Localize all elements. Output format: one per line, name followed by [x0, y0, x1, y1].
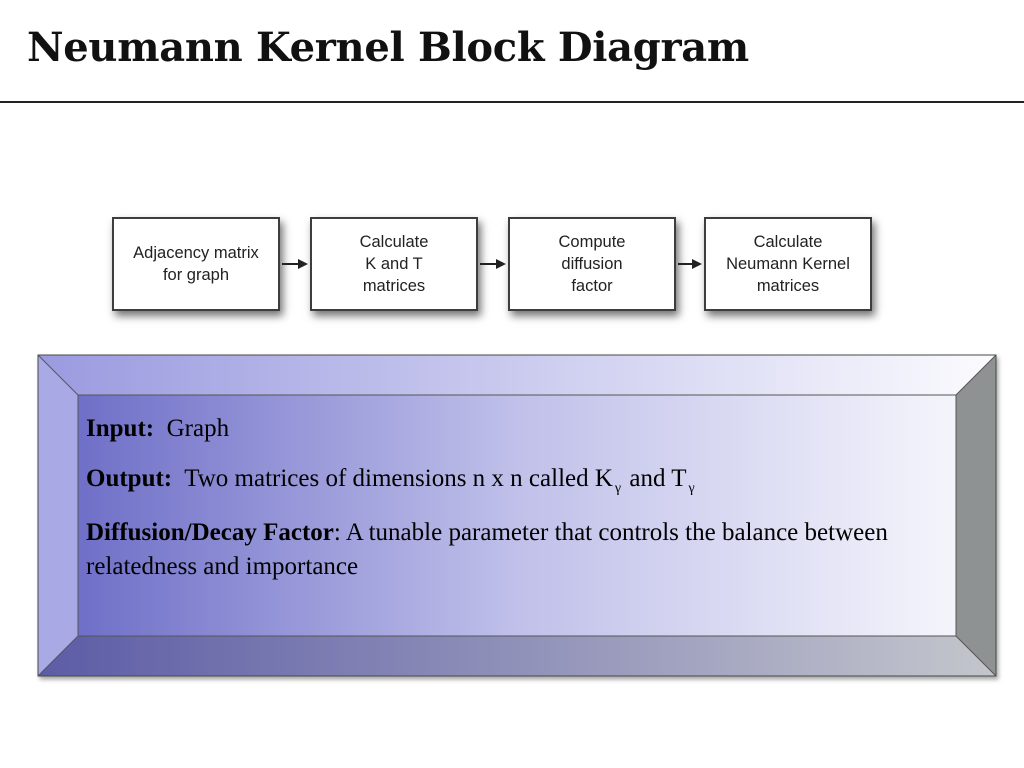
output-subscript-t: γ	[688, 481, 695, 496]
page-title: Neumann Kernel Block Diagram	[27, 24, 749, 71]
flow-box-adjacency-matrix: Adjacency matrix for graph	[112, 217, 280, 311]
bevel-face	[78, 395, 956, 636]
title-divider	[0, 101, 1024, 103]
bevel-top	[38, 355, 996, 395]
info-panel-text: Input: Graph Output: Two matrices of dim…	[86, 412, 946, 600]
output-text: Two matrices of dimensions n x n called …	[184, 465, 613, 492]
input-value: Graph	[166, 415, 230, 442]
flow-box-calculate-k-t: Calculate K and T matrices	[310, 217, 478, 311]
bevel-right	[956, 355, 996, 676]
output-subscript-k: γ	[614, 481, 622, 496]
input-label: Input:	[86, 415, 155, 442]
output-and: and T	[623, 465, 687, 492]
input-line: Input: Graph	[86, 412, 946, 446]
output-label: Output:	[86, 465, 173, 492]
bevel-left	[38, 355, 78, 676]
bevel-bottom	[38, 636, 996, 676]
output-line: Output: Two matrices of dimensions n x n…	[86, 462, 946, 500]
factor-line: Diffusion/Decay Factor: A tunable parame…	[86, 516, 946, 584]
factor-label: Diffusion/Decay Factor	[86, 519, 334, 546]
flow-box-diffusion-factor: Compute diffusion factor	[508, 217, 676, 311]
factor-text: : A tunable parameter that controls the …	[86, 519, 888, 580]
flow-box-neumann-kernel: Calculate Neumann Kernel matrices	[704, 217, 872, 311]
